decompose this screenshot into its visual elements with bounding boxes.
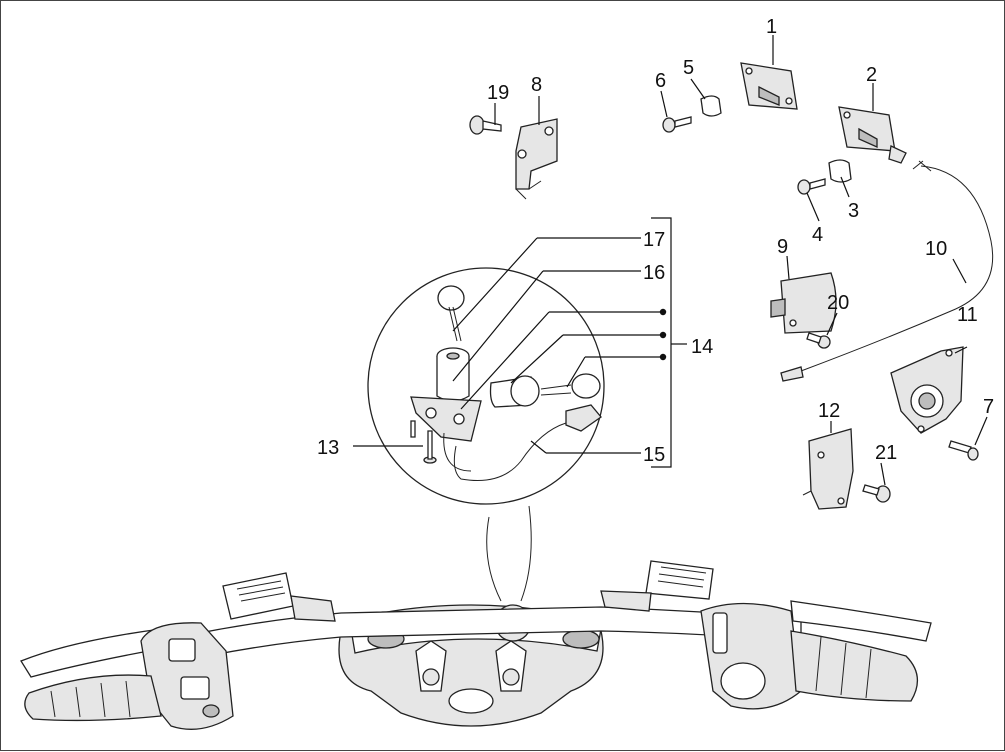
callout-13: 13 — [317, 437, 339, 459]
callout-11: 11 — [957, 304, 978, 326]
plate-9-group — [770, 272, 837, 349]
bracket-11-group — [890, 346, 979, 461]
callout-6: 6 — [655, 70, 666, 92]
ignition-lock-set — [410, 285, 602, 482]
bracket-8-group — [469, 115, 558, 200]
plate-1-group — [662, 62, 798, 133]
callout-19: 19 — [487, 82, 509, 104]
callout-20: 20 — [827, 292, 849, 314]
callout-1: 1 — [766, 16, 777, 38]
callout-17: 17 — [643, 229, 665, 251]
bracket-12-group — [802, 428, 891, 510]
callout-15: 15 — [643, 444, 665, 466]
callout-16: 16 — [643, 262, 665, 284]
callout-12: 12 — [818, 400, 840, 422]
callout-9: 9 — [777, 236, 788, 258]
leader-lines — [353, 35, 988, 486]
callout-14: 14 — [691, 336, 713, 358]
cable-10 — [800, 165, 994, 372]
handlebar-assembly — [20, 560, 932, 730]
callout-3: 3 — [848, 200, 859, 222]
callout-8: 8 — [531, 74, 542, 96]
callout-2: 2 — [866, 64, 877, 86]
callout-10: 10 — [925, 238, 947, 260]
callout-7: 7 — [983, 396, 994, 418]
magnify-circle — [367, 267, 605, 505]
magnify-outline — [486, 505, 532, 602]
callout-4: 4 — [812, 224, 823, 246]
callout-5: 5 — [683, 57, 694, 79]
plate-2-group — [797, 106, 907, 195]
callout-labels: 1 2 3 4 5 6 7 8 9 10 11 12 13 14 15 16 1… — [317, 16, 994, 466]
callout-21: 21 — [875, 442, 897, 464]
